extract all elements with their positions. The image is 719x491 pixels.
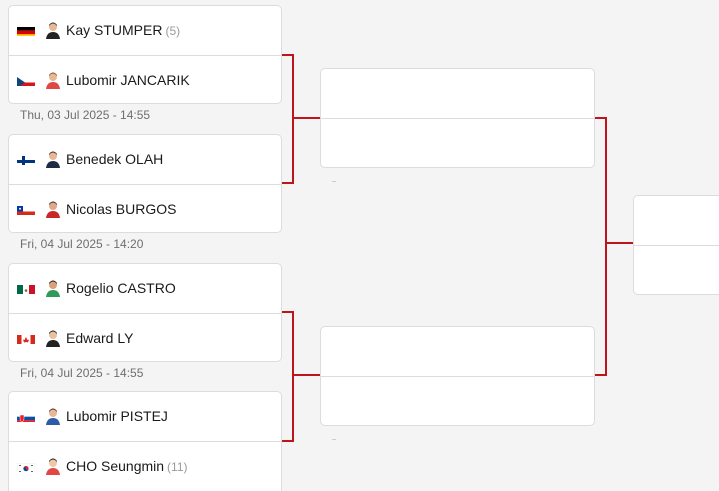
player-avatar-icon	[44, 21, 62, 39]
placeholder-mark	[332, 439, 336, 440]
player-row[interactable]: Benedek OLAH	[9, 135, 281, 184]
match-card-4[interactable]: Lubomir PISTEJ CHO Seungmin(11)	[8, 391, 282, 491]
player-row[interactable]: Nicolas BURGOS	[9, 184, 281, 234]
player-name: Kay STUMPER(5)	[66, 22, 181, 38]
player-name: CHO Seungmin(11)	[66, 458, 188, 474]
bracket-connector	[605, 242, 633, 244]
match-slot-empty[interactable]	[320, 68, 595, 168]
bracket-connector	[292, 117, 320, 119]
player-avatar-icon	[44, 150, 62, 168]
player-seed: (5)	[165, 24, 181, 38]
player-avatar-icon	[44, 200, 62, 218]
slovakia-flag-icon	[17, 411, 35, 422]
player-name: Edward LY	[66, 330, 134, 346]
bracket-connector	[282, 54, 294, 56]
bracket-connector	[595, 374, 607, 376]
bracket-connector	[292, 311, 294, 442]
player-row[interactable]: Rogelio CASTRO	[9, 264, 281, 313]
match-slot-empty[interactable]	[633, 195, 719, 295]
germany-flag-icon	[17, 25, 35, 36]
player-avatar-icon	[44, 407, 62, 425]
bracket-connector	[292, 374, 320, 376]
placeholder-mark	[332, 181, 336, 182]
match-date: Fri, 04 Jul 2025 - 14:55	[20, 366, 144, 380]
player-row[interactable]: CHO Seungmin(11)	[9, 441, 281, 491]
bracket-connector	[605, 117, 607, 376]
player-avatar-icon	[44, 279, 62, 297]
player-name: Benedek OLAH	[66, 151, 164, 167]
match-card-3[interactable]: Rogelio CASTRO Edward LY	[8, 263, 282, 362]
finland-flag-icon	[17, 154, 35, 165]
bracket-connector	[292, 54, 294, 184]
chile-flag-icon	[17, 204, 35, 215]
player-row[interactable]: Lubomir PISTEJ	[9, 392, 281, 441]
player-name: Rogelio CASTRO	[66, 280, 176, 296]
czech-flag-icon	[17, 75, 35, 86]
player-name: Lubomir PISTEJ	[66, 408, 168, 424]
korea-flag-icon	[17, 461, 35, 472]
player-name: Nicolas BURGOS	[66, 201, 177, 217]
match-date: Fri, 04 Jul 2025 - 14:20	[20, 237, 144, 251]
slot-divider	[634, 245, 719, 246]
player-avatar-icon	[44, 457, 62, 475]
player-name: Lubomir JANCARIK	[66, 72, 190, 88]
match-slot-empty[interactable]	[320, 326, 595, 426]
player-row[interactable]: Kay STUMPER(5)	[9, 6, 281, 55]
slot-divider	[321, 376, 594, 377]
player-row[interactable]: Lubomir JANCARIK	[9, 55, 281, 105]
match-card-1[interactable]: Kay STUMPER(5) Lubomir JANCARIK	[8, 5, 282, 104]
mexico-flag-icon	[17, 283, 35, 294]
player-row[interactable]: Edward LY	[9, 313, 281, 363]
player-avatar-icon	[44, 329, 62, 347]
slot-divider	[321, 118, 594, 119]
bracket-connector	[282, 182, 294, 184]
bracket-connector	[282, 440, 294, 442]
bracket-connector	[282, 311, 294, 313]
player-avatar-icon	[44, 71, 62, 89]
canada-flag-icon	[17, 333, 35, 344]
bracket-connector	[595, 117, 607, 119]
match-card-2[interactable]: Benedek OLAH Nicolas BURGOS	[8, 134, 282, 233]
match-date: Thu, 03 Jul 2025 - 14:55	[20, 108, 151, 122]
